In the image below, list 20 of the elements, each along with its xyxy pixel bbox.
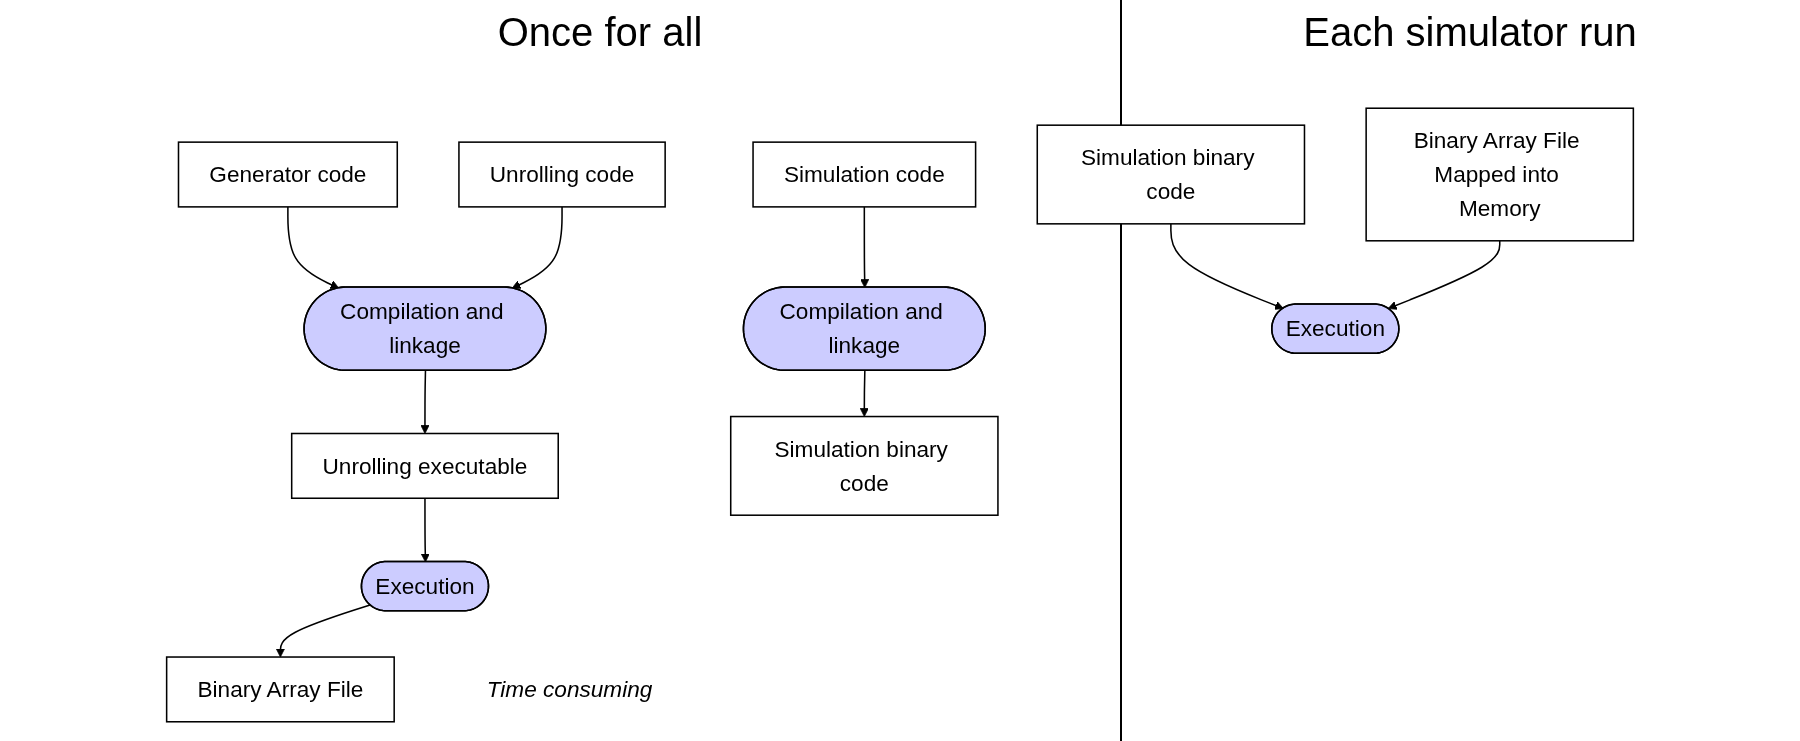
arrow — [287, 206, 340, 289]
section-heading: Once for all — [496, 10, 704, 55]
arrow — [275, 604, 371, 658]
arrow — [860, 206, 870, 288]
arrow — [420, 497, 430, 563]
node-box: Simulation binary code — [729, 415, 999, 516]
node-box: Binary Array File Mapped into Memory — [1365, 107, 1635, 242]
node-box: Unrolling executable — [290, 432, 559, 499]
arrow — [859, 370, 869, 417]
node-box: Simulation code — [752, 141, 977, 208]
node-box: Generator code — [177, 141, 399, 208]
arrow — [420, 370, 430, 434]
node-box: Unrolling code — [458, 141, 666, 208]
section-heading: Each simulator run — [1302, 10, 1638, 55]
node-box: Binary Array File — [165, 656, 395, 723]
arrow — [511, 206, 563, 289]
node-box: Simulation binary code — [1036, 124, 1306, 225]
node-label: Time consuming — [486, 676, 653, 703]
arrow — [1170, 223, 1284, 310]
arrow — [1387, 240, 1501, 310]
